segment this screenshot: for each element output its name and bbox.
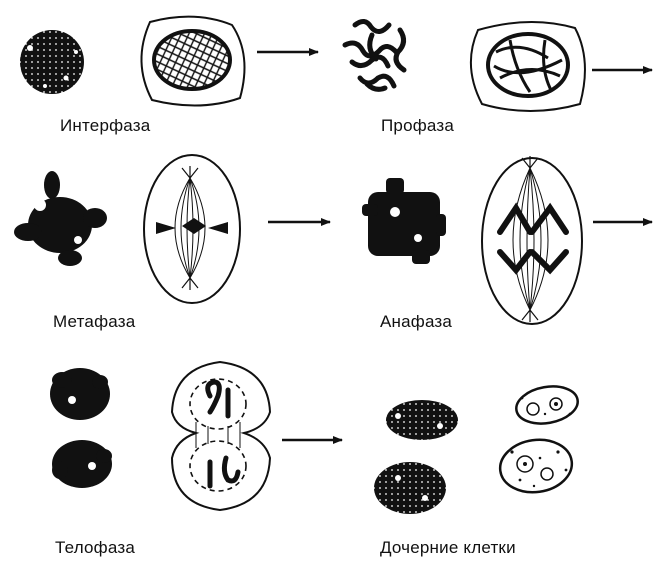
metaphase-stage [14, 155, 330, 303]
interphase-nucleus-photo [20, 30, 84, 94]
label-prophase: Профаза [381, 116, 454, 136]
telophase-stage [50, 362, 342, 510]
label-daughter-cells: Дочерние клетки [380, 538, 516, 558]
anaphase-cell-drawing [482, 156, 582, 324]
telophase-nuclei-photo [50, 368, 112, 488]
label-interphase: Интерфаза [60, 116, 150, 136]
label-anaphase: Анафаза [380, 312, 452, 332]
daughter-cells-drawing [497, 382, 581, 497]
metaphase-chromosomes-photo [14, 171, 107, 266]
label-metaphase: Метафаза [53, 312, 135, 332]
prophase-chromatin-photo [345, 21, 404, 89]
anaphase-chromosomes-photo [362, 178, 446, 264]
prophase-cell-drawing [471, 22, 585, 111]
daughter-cells-photo [374, 400, 458, 514]
telophase-cell-drawing [172, 362, 270, 510]
metaphase-cell-drawing [144, 155, 240, 303]
anaphase-stage [362, 156, 652, 324]
interphase-stage [20, 17, 318, 106]
interphase-cell-drawing [141, 17, 244, 106]
label-telophase: Телофаза [55, 538, 135, 558]
prophase-stage [345, 21, 652, 111]
daughter-cells-stage [374, 382, 581, 514]
